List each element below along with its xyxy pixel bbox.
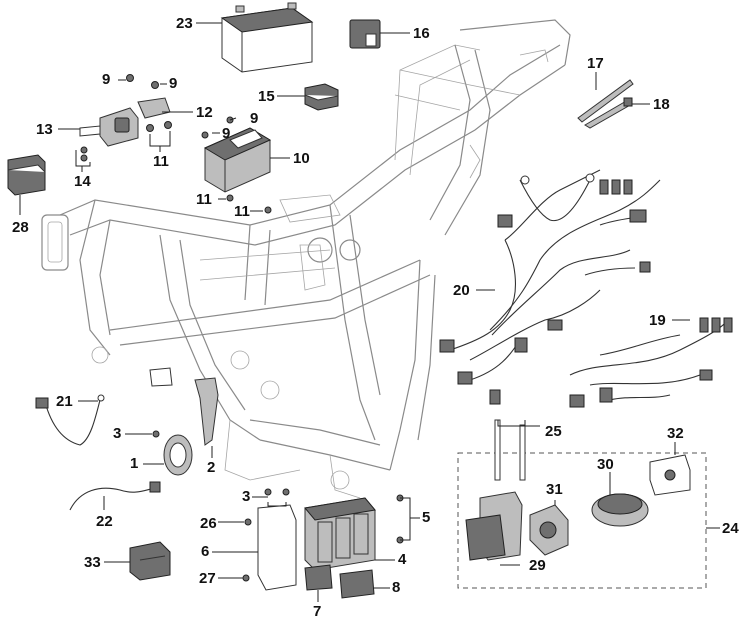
callout-9-ecu-right: 9	[250, 110, 259, 127]
callout-9-ecu-left: 9	[222, 125, 231, 142]
callout-31: 31	[546, 481, 563, 498]
battery	[220, 2, 314, 73]
callout-14: 14	[74, 173, 91, 190]
fuse-box	[7, 154, 46, 196]
callout-13: 13	[36, 121, 53, 138]
callout-28: 28	[12, 219, 29, 236]
callout-9-top-right: 9	[169, 75, 178, 92]
callout-33: 33	[84, 554, 101, 571]
connector-cover	[129, 541, 171, 581]
callout-11-ecu-right: 11	[234, 203, 250, 220]
callout-29: 29	[529, 557, 546, 574]
horn	[149, 367, 219, 476]
callout-32: 32	[667, 425, 684, 442]
callout-10: 10	[293, 150, 310, 167]
callout-18: 18	[653, 96, 670, 113]
callout-11-ecu-left: 11	[196, 191, 212, 208]
callout-30: 30	[597, 456, 614, 473]
ignition-switch-kit	[457, 419, 707, 589]
motorcycle-frame	[41, 19, 571, 499]
callout-8: 8	[392, 579, 401, 596]
callout-21: 21	[56, 393, 73, 410]
callout-3-fuse-bolt: 3	[242, 488, 251, 505]
callout-26: 26	[200, 515, 217, 532]
sub-wire-harness	[569, 317, 733, 408]
callout-4: 4	[398, 551, 407, 568]
callout-24: 24	[722, 520, 739, 537]
callout-2: 2	[207, 459, 216, 476]
callout-7: 7	[313, 603, 322, 620]
callout-11-relay: 11	[153, 153, 169, 170]
regulator-rectifier-assembly	[242, 488, 404, 599]
callout-5: 5	[422, 509, 431, 526]
callout-20: 20	[453, 282, 470, 299]
callout-25: 25	[545, 423, 562, 440]
relay-small	[304, 83, 339, 111]
callout-19: 19	[649, 312, 666, 329]
callout-23: 23	[176, 15, 193, 32]
callout-12: 12	[196, 104, 213, 121]
ecu-unit	[201, 116, 272, 214]
relay	[349, 19, 381, 49]
callout-1: 1	[130, 455, 139, 472]
callout-22: 22	[96, 513, 113, 530]
callout-17: 17	[587, 55, 604, 72]
starter-relay-assembly	[79, 74, 172, 162]
callout-3-horn-bolt: 3	[113, 425, 122, 442]
callout-16: 16	[413, 25, 430, 42]
callout-6: 6	[201, 543, 210, 560]
sensor-wire	[35, 394, 105, 446]
callout-27: 27	[199, 570, 216, 587]
lead-wire	[69, 481, 161, 511]
cable-tie	[577, 79, 634, 129]
main-wire-harness	[439, 169, 661, 405]
callout-9-top-left: 9	[102, 71, 111, 88]
callout-15: 15	[258, 88, 275, 105]
